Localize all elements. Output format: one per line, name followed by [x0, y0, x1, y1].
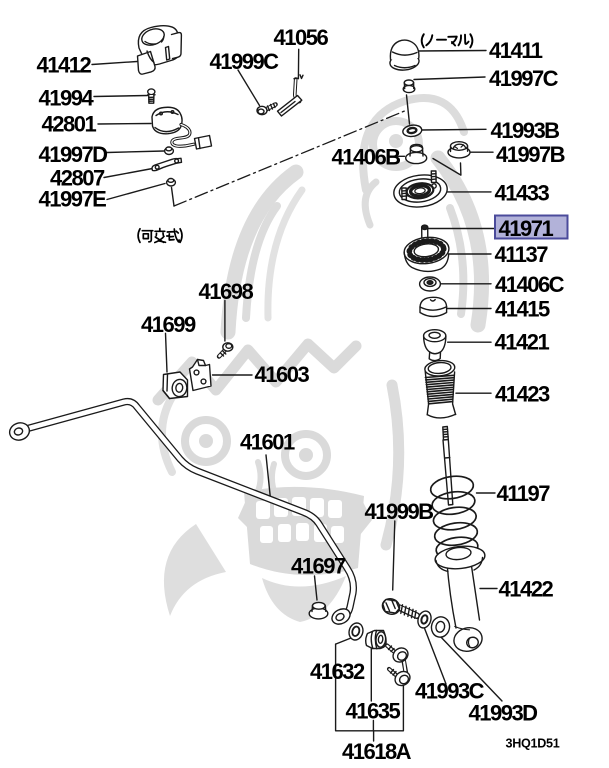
svg-text:41993B: 41993B	[491, 118, 560, 143]
svg-text:41423: 41423	[495, 382, 550, 407]
svg-text:41197: 41197	[497, 481, 551, 506]
svg-text:41603: 41603	[255, 362, 310, 387]
svg-text:41971: 41971	[499, 216, 554, 241]
svg-text:41997C: 41997C	[489, 66, 559, 91]
svg-text:41618A: 41618A	[342, 739, 412, 764]
svg-text:41993D: 41993D	[469, 701, 538, 726]
svg-text:41699: 41699	[141, 312, 196, 337]
svg-text:41433: 41433	[495, 181, 550, 206]
svg-text:41422: 41422	[499, 577, 554, 602]
svg-text:42801: 42801	[42, 112, 97, 137]
svg-text:41056: 41056	[274, 25, 329, 50]
svg-text:41412: 41412	[37, 52, 92, 77]
svg-text:41411: 41411	[489, 38, 543, 63]
svg-text:41997E: 41997E	[39, 187, 107, 212]
svg-text:41697: 41697	[291, 554, 346, 579]
svg-text:41698: 41698	[199, 279, 254, 304]
svg-text:42807: 42807	[50, 165, 105, 190]
svg-text:41415: 41415	[495, 297, 550, 322]
svg-text:41406B: 41406B	[332, 145, 401, 170]
svg-text:41137: 41137	[495, 242, 549, 267]
svg-text:41999B: 41999B	[365, 499, 434, 524]
svg-text:41997D: 41997D	[39, 142, 108, 167]
svg-text:41406C: 41406C	[495, 272, 565, 297]
svg-text:41999C: 41999C	[210, 49, 280, 74]
svg-text:41601: 41601	[240, 430, 295, 455]
svg-text:41997B: 41997B	[496, 142, 565, 167]
svg-text:41993C: 41993C	[415, 679, 485, 704]
svg-text:41421: 41421	[495, 330, 550, 355]
svg-text:41632: 41632	[310, 659, 365, 684]
svg-text:41635: 41635	[346, 699, 401, 724]
svg-text:41994: 41994	[39, 86, 95, 111]
svg-text:3HQ1D51: 3HQ1D51	[506, 736, 560, 750]
